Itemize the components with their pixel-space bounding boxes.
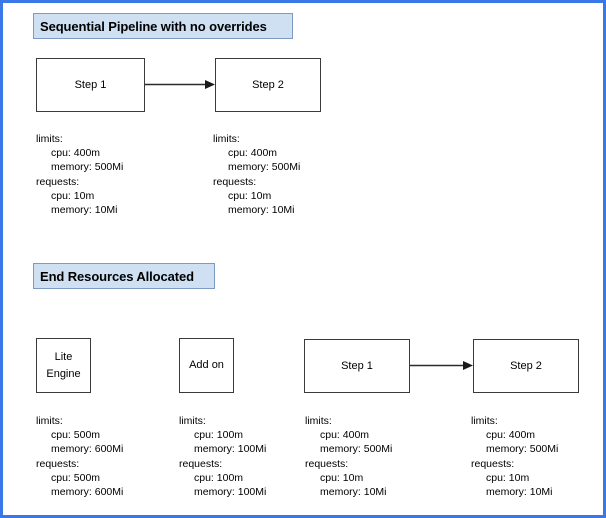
spec-requests-memory: memory: 600Mi bbox=[51, 486, 124, 499]
spec-requests-cpu: cpu: 500m bbox=[51, 471, 101, 484]
spec-requests-memory: memory: 100Mi bbox=[194, 486, 267, 499]
node-box-label: Step 2 bbox=[252, 78, 284, 91]
spec-limits-cpu: cpu: 400m bbox=[320, 429, 370, 442]
node-box-label-line2: Engine bbox=[46, 367, 81, 380]
spec-block-step-2-bottom: limits: cpu: 400m memory: 500Mi requests… bbox=[471, 414, 558, 499]
spec-requests-label: requests: bbox=[305, 457, 349, 470]
spec-limits-cpu: cpu: 500m bbox=[51, 429, 101, 442]
node-box-step-1-top[interactable]: Step 1 bbox=[36, 58, 145, 112]
spec-requests-memory: memory: 10Mi bbox=[320, 486, 387, 499]
node-box-label: Step 1 bbox=[341, 359, 373, 372]
spec-requests-label: requests: bbox=[36, 175, 80, 188]
node-box-step-2-bottom[interactable]: Step 2 bbox=[473, 339, 579, 393]
spec-limits-label: limits: bbox=[305, 415, 332, 427]
spec-limits-memory: memory: 500Mi bbox=[320, 443, 393, 456]
spec-block-add-on: limits: cpu: 100m memory: 100Mi requests… bbox=[179, 414, 266, 499]
node-box-step-1-bottom[interactable]: Step 1 bbox=[304, 339, 410, 393]
spec-limits-memory: memory: 500Mi bbox=[486, 443, 559, 456]
spec-requests-label: requests: bbox=[471, 457, 515, 470]
spec-limits-label: limits: bbox=[471, 415, 498, 427]
spec-requests-cpu: cpu: 10m bbox=[51, 189, 95, 202]
section-header-end-resources-allocated: End Resources Allocated bbox=[33, 263, 215, 289]
spec-block-step-1-top: limits: cpu: 400m memory: 500Mi requests… bbox=[36, 132, 123, 217]
spec-requests-label: requests: bbox=[36, 457, 80, 470]
section-header-sequential-pipeline: Sequential Pipeline with no overrides bbox=[33, 13, 293, 39]
spec-requests-memory: memory: 10Mi bbox=[228, 204, 295, 217]
node-box-lite-engine[interactable]: Lite Engine bbox=[36, 338, 91, 393]
spec-limits-memory: memory: 600Mi bbox=[51, 443, 124, 456]
spec-limits-cpu: cpu: 400m bbox=[228, 147, 278, 160]
spec-requests-cpu: cpu: 10m bbox=[228, 189, 272, 202]
arrow-step1-to-step2-bottom bbox=[410, 360, 473, 371]
spec-limits-label: limits: bbox=[179, 415, 206, 427]
spec-block-lite-engine: limits: cpu: 500m memory: 600Mi requests… bbox=[36, 414, 123, 499]
spec-limits-cpu: cpu: 400m bbox=[51, 147, 101, 160]
spec-limits-label: limits: bbox=[213, 133, 240, 145]
spec-limits-label: limits: bbox=[36, 415, 63, 427]
node-box-label: Step 1 bbox=[74, 78, 107, 91]
node-box-label-line1: Add on bbox=[189, 359, 224, 372]
spec-requests-cpu: cpu: 10m bbox=[320, 471, 364, 484]
spec-limits-label: limits: bbox=[36, 133, 63, 145]
spec-requests-label: requests: bbox=[213, 175, 257, 188]
spec-block-step-2-top: limits: cpu: 400m memory: 500Mi requests… bbox=[213, 132, 300, 217]
node-box-label: Step 2 bbox=[510, 359, 542, 372]
spec-requests-cpu: cpu: 100m bbox=[194, 471, 244, 484]
spec-limits-memory: memory: 500Mi bbox=[228, 161, 301, 174]
spec-requests-memory: memory: 10Mi bbox=[486, 486, 553, 499]
spec-block-step-1-bottom: limits: cpu: 400m memory: 500Mi requests… bbox=[305, 414, 392, 499]
spec-requests-label: requests: bbox=[179, 457, 223, 470]
spec-limits-cpu: cpu: 100m bbox=[194, 429, 244, 442]
arrow-step1-to-step2-top bbox=[145, 79, 215, 90]
spec-requests-cpu: cpu: 10m bbox=[486, 471, 530, 484]
node-box-label-line1: Lite bbox=[54, 351, 73, 363]
spec-requests-memory: memory: 10Mi bbox=[51, 204, 118, 217]
node-box-add-on[interactable]: Add on bbox=[179, 338, 234, 393]
node-box-step-2-top[interactable]: Step 2 bbox=[215, 58, 321, 112]
spec-limits-cpu: cpu: 400m bbox=[486, 429, 536, 442]
spec-limits-memory: memory: 100Mi bbox=[194, 443, 267, 456]
spec-limits-memory: memory: 500Mi bbox=[51, 161, 124, 174]
